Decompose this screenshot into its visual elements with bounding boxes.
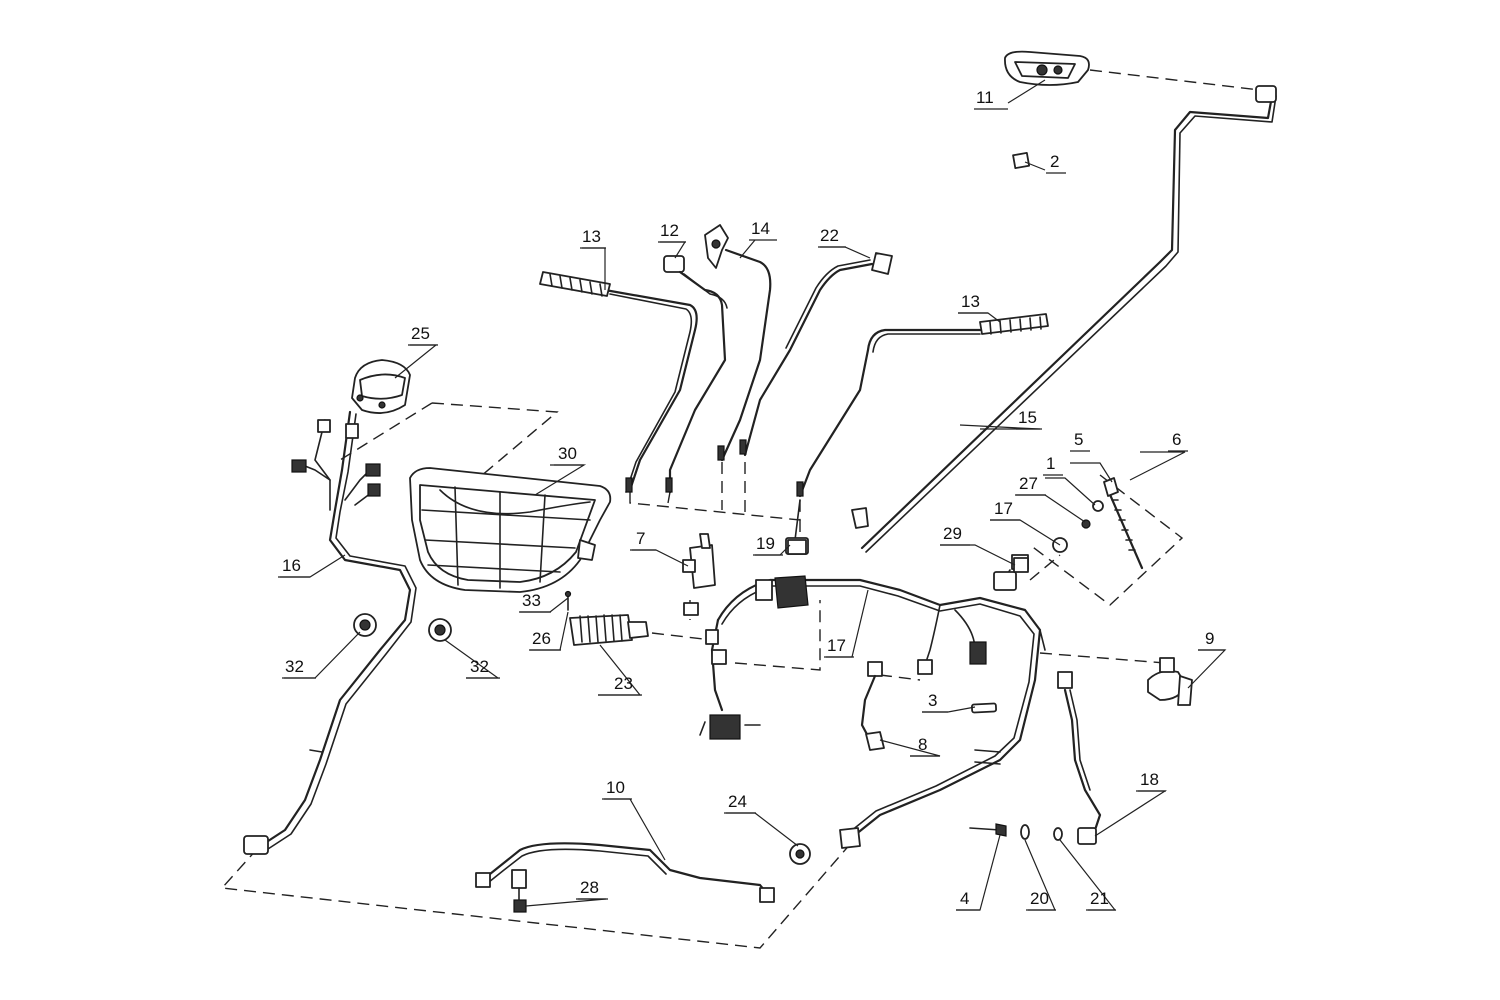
callout-2: 2 <box>1050 152 1059 171</box>
callout-28: 27 <box>1019 474 1038 493</box>
bolt <box>969 823 1007 837</box>
mounting-hardware <box>1052 477 1144 570</box>
speedometer <box>351 359 411 414</box>
bulb-right <box>428 618 452 642</box>
callout-24: 23 <box>614 674 633 693</box>
rear-light-unit <box>1004 50 1090 86</box>
callout-10: 10 <box>606 778 625 797</box>
callout-6: 6 <box>1172 430 1181 449</box>
callout-9: 9 <box>1205 629 1214 648</box>
horn <box>1147 657 1193 706</box>
callout-8: 8 <box>918 735 927 754</box>
handlebar-cables <box>539 224 1049 498</box>
callout-32-right: 32 <box>470 657 489 676</box>
callout-18: 17 <box>994 499 1013 518</box>
rear-light-cable <box>851 85 1277 553</box>
callout-21: 20 <box>1030 889 1049 908</box>
callout-1: 1 <box>1046 454 1055 473</box>
fuse <box>971 702 997 714</box>
callout-14: 14 <box>751 219 770 238</box>
callout-17: 17 <box>827 636 846 655</box>
callout-20: 19 <box>756 534 775 553</box>
callout-33: 33 <box>522 591 541 610</box>
ignition-switch <box>682 533 716 616</box>
callout-5: 5 <box>1074 430 1083 449</box>
callout-22: 21 <box>1090 889 1109 908</box>
callout-29: 28 <box>580 878 599 897</box>
callout-31: 30 <box>558 444 577 463</box>
connector-25 <box>789 843 811 865</box>
callout-4: 4 <box>960 889 969 908</box>
callout-32-left: 32 <box>285 657 304 676</box>
callout-23: 22 <box>820 226 839 245</box>
headlight-assembly <box>409 467 612 593</box>
washer-b <box>1053 827 1063 841</box>
callout-30: 29 <box>943 524 962 543</box>
callout-12: 12 <box>660 221 679 240</box>
callout-19: 18 <box>1140 770 1159 789</box>
callout-27: 26 <box>532 629 551 648</box>
assembly-dashed-lines <box>220 69 1261 949</box>
callout-16: 16 <box>282 556 301 575</box>
callout-labels: 11 2 13 12 14 22 13 15 5 6 1 27 17 29 25… <box>278 88 1225 911</box>
connector-30 <box>1013 557 1029 573</box>
callout-26: 25 <box>411 324 430 343</box>
rear-sensor-cable <box>1057 671 1102 845</box>
callout-11: 11 <box>976 88 994 107</box>
lower-cable <box>475 842 775 913</box>
callout-13-left: 13 <box>582 227 601 246</box>
screw <box>564 590 572 611</box>
callout-25: 24 <box>728 792 747 811</box>
callout-15: 15 <box>1018 408 1037 427</box>
bulb-left <box>353 613 377 637</box>
callout-7: 7 <box>636 529 645 548</box>
front-harness <box>243 410 417 855</box>
callout-13-right: 13 <box>961 292 980 311</box>
voltage-regulator <box>569 614 649 646</box>
small-clip <box>1012 151 1031 170</box>
connector-20 <box>787 539 807 555</box>
sensor <box>860 661 885 751</box>
washer-a <box>1020 824 1030 840</box>
callout-3: 3 <box>928 691 937 710</box>
